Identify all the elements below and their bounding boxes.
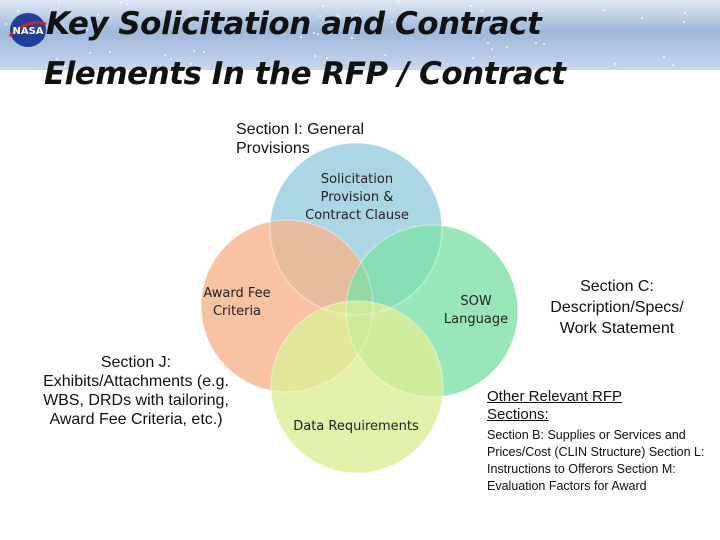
star-dot [86, 29, 88, 31]
star-dot [391, 21, 393, 23]
star-dot [672, 64, 674, 66]
star-dot [543, 43, 545, 45]
star-dot [322, 28, 324, 30]
star-dot [337, 15, 339, 17]
header-banner: NASA Key Solicitation and Contract [0, 0, 720, 70]
star-dot [384, 54, 386, 56]
page-title-line-2: Elements In the RFP / Contract [44, 56, 566, 92]
star-dot [109, 51, 111, 53]
data-requirements-label: Data Requirements [293, 419, 419, 434]
star-dot [58, 1, 60, 3]
star-dot [97, 14, 99, 16]
star-dot [481, 18, 483, 20]
star-dot [683, 21, 685, 23]
svg-text:NASA: NASA [12, 26, 43, 37]
award-fee-label: Award Fee Criteria [203, 286, 271, 319]
other-sections-body: Section B: Supplies or Services and Pric… [487, 428, 705, 493]
data-requirements-outline [270, 300, 444, 474]
star-dot [17, 10, 19, 12]
data-requirements-circle [271, 301, 443, 473]
star-dot [203, 51, 205, 53]
star-dot [189, 15, 191, 17]
star-dot [472, 57, 474, 59]
star-dot [487, 42, 489, 44]
star-dot [300, 36, 302, 38]
star-dot [89, 52, 91, 54]
star-dot [351, 37, 353, 39]
page-title-line-1: Key Solicitation and Contract [46, 6, 542, 42]
star-dot [326, 57, 328, 59]
star-dot [506, 46, 508, 48]
star-dot [313, 32, 315, 34]
star-dot [641, 17, 643, 19]
sow-label: SOW Language [443, 294, 509, 327]
star-dot [154, 25, 156, 27]
star-dot [614, 63, 616, 65]
star-dot [57, 61, 59, 63]
star-dot [431, 26, 433, 28]
star-dot [420, 30, 422, 32]
star-dot [231, 23, 233, 25]
star-dot [82, 16, 84, 18]
star-dot [684, 12, 686, 14]
star-dot [64, 65, 66, 67]
section-i-callout: Section I: General Provisions [236, 121, 365, 157]
star-dot [317, 33, 319, 35]
star-dot [356, 15, 358, 17]
star-dot [470, 5, 472, 7]
star-dot [164, 54, 166, 56]
star-dot [5, 23, 7, 25]
award-fee-outline [200, 219, 374, 393]
nasa-logo-icon: NASA [8, 13, 47, 47]
star-dot [56, 58, 58, 60]
star-dot [120, 2, 122, 4]
star-dot [663, 56, 665, 58]
star-dot [322, 5, 324, 7]
other-sections-heading: Other Relevant RFP Sections: [487, 388, 623, 423]
solicitation-label: Solicitation Provision & Contract Clause [305, 172, 409, 223]
star-dot [193, 50, 195, 52]
star-dot [190, 63, 192, 65]
section-c-callout: Section C: Description/Specs/ Work State… [550, 278, 684, 337]
star-dot [491, 48, 493, 50]
star-dot [319, 15, 321, 17]
star-dot [170, 58, 172, 60]
star-dot [603, 9, 605, 11]
star-dot [535, 42, 537, 44]
star-dot [397, 1, 399, 3]
star-dot [401, 32, 403, 34]
sow-outline [345, 224, 519, 398]
star-dot [422, 27, 424, 29]
star-dot [481, 10, 483, 12]
star-dot [314, 55, 316, 57]
star-dot [126, 3, 128, 5]
star-dot [121, 65, 123, 67]
star-dot [532, 8, 534, 10]
star-dot [251, 23, 253, 25]
solicitation-outline [269, 142, 443, 316]
section-j-callout: Section J: Exhibits/Attachments (e.g. WB… [43, 354, 229, 428]
